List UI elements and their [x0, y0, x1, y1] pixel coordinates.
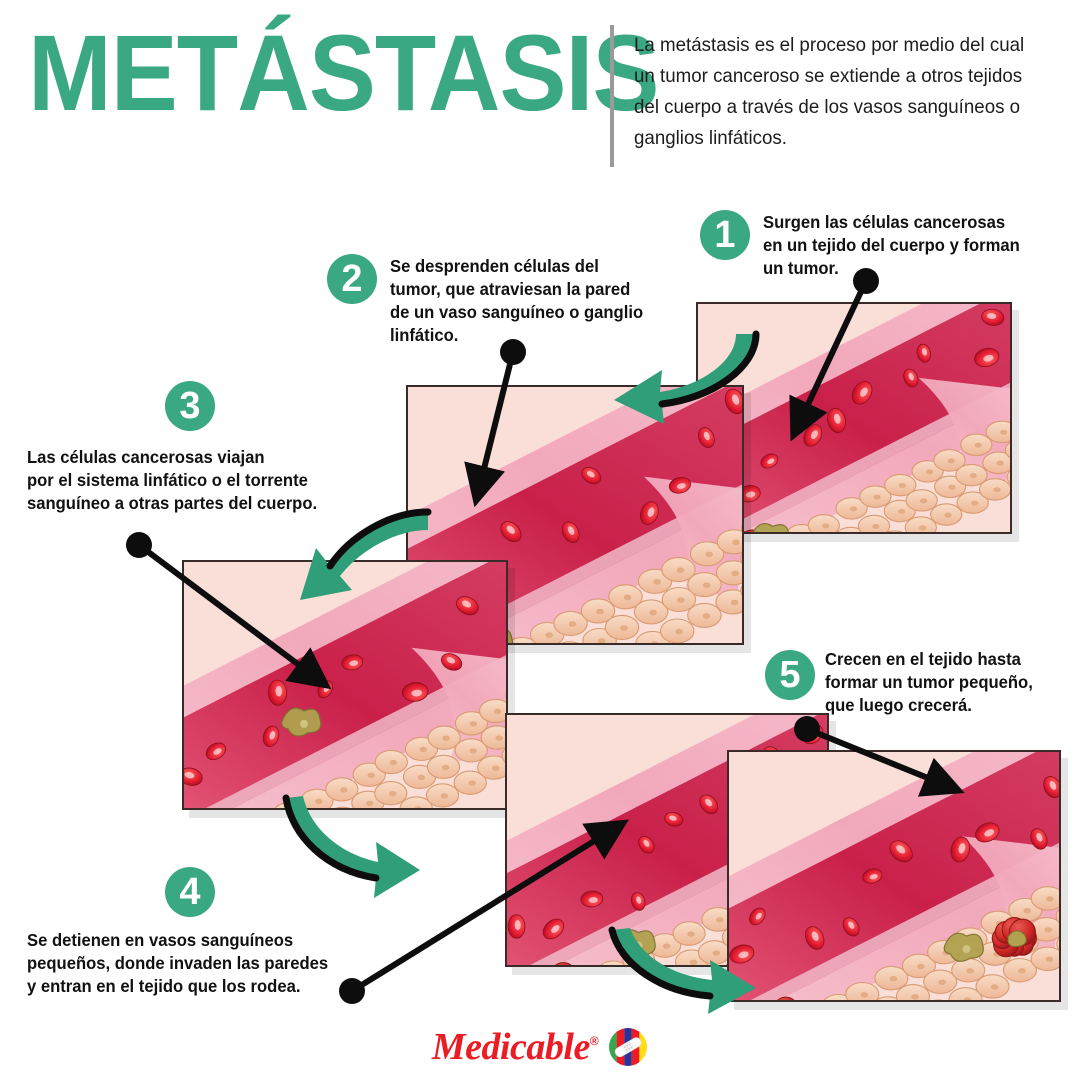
illustration-panel-5: [727, 750, 1061, 1002]
step-badge-4: 4: [165, 867, 215, 917]
vessel-illustration: [698, 304, 1010, 532]
caption-line: Se detienen en vasos sanguíneos: [27, 930, 294, 950]
caption-line: un tumor.: [763, 258, 839, 278]
caption-line: Se desprenden células del: [390, 256, 599, 276]
caption-line: Crecen en el tejido hasta: [825, 649, 1021, 669]
page-title: METÁSTASIS: [28, 12, 659, 133]
footer-logo: Medicable®: [0, 1024, 1080, 1070]
bandage-color-wheel-icon: [609, 1028, 648, 1066]
caption-line: tumor, que atraviesan la pared: [390, 279, 631, 299]
step-badge-2: 2: [327, 254, 377, 304]
step-badge-1: 1: [700, 210, 750, 260]
step-caption-2: Se desprenden células del tumor, que atra…: [390, 255, 671, 347]
intro-paragraph: La metástasis es el proceso por medio de…: [634, 34, 1025, 149]
caption-line: por el sistema linfático o el torrente: [27, 470, 308, 490]
vessel-illustration: [729, 752, 1059, 1000]
caption-line: Las células cancerosas viajan: [27, 447, 265, 467]
registered-trademark-icon: ®: [589, 1033, 599, 1048]
caption-line: que luego crecerá.: [825, 695, 972, 715]
step-caption-3: Las células cancerosas viajan por el sist…: [27, 446, 341, 515]
caption-line: linfático.: [390, 325, 459, 345]
caption-line: pequeños, donde invaden las paredes: [27, 953, 329, 973]
step-caption-1: Surgen las células cancerosas en un tejid…: [763, 211, 1048, 280]
caption-line: sanguíneo a otras partes del cuerpo.: [27, 493, 318, 513]
logo-wordmark: Medicable: [431, 1026, 591, 1068]
header: METÁSTASIS La metástasis es el proceso p…: [0, 0, 1080, 190]
caption-line: y entran en el tejido que los rodea.: [27, 976, 301, 996]
step-caption-4: Se detienen en vasos sanguíneos pequeños,…: [27, 929, 350, 998]
step-badge-5: 5: [765, 650, 815, 700]
flow-arrow-3-to-4: [282, 794, 420, 898]
caption-line: de un vaso sanguíneo o ganglio: [390, 302, 644, 322]
caption-line: formar un tumor pequeño,: [825, 672, 1033, 692]
step-caption-5: Crecen en el tejido hasta formar un tumor…: [825, 648, 1063, 717]
illustration-panel-3: [182, 560, 508, 810]
step-badge-3: 3: [165, 381, 215, 431]
caption-line: Surgen las células cancerosas: [763, 212, 1006, 232]
caption-line: en un tejido del cuerpo y forman: [763, 235, 1020, 255]
vessel-illustration: [184, 562, 506, 808]
header-divider: [610, 25, 614, 167]
